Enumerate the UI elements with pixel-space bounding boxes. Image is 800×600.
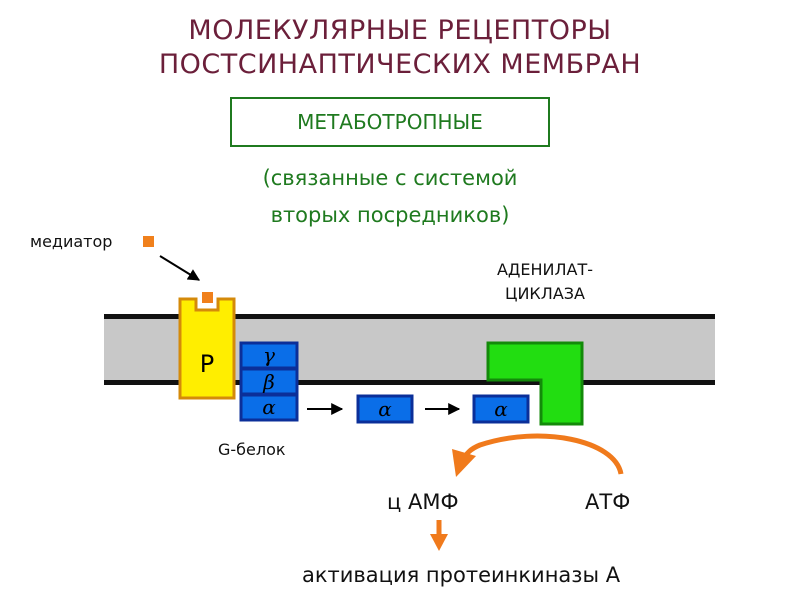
atp-label: АТФ [585, 490, 631, 514]
beta-subunit [239, 367, 299, 396]
bound-mediator [202, 292, 213, 303]
gamma-label: γ [263, 343, 275, 367]
bound-alpha-label: α [494, 397, 508, 421]
receptor-shape [178, 297, 236, 400]
subtitle-line-2: вторых посредников) [270, 203, 510, 227]
membrane-upper-edge [104, 314, 715, 319]
receptor-type-box: МЕТАБОТРОПНЫЕ [230, 97, 550, 147]
alpha-subunit [239, 393, 299, 422]
diagram-title: МОЛЕКУЛЯРНЫЕ РЕЦЕПТОРЫ ПОСТСИНАПТИЧЕСКИХ… [0, 14, 800, 82]
free-alpha-box [356, 394, 414, 424]
receptor-label: P [200, 350, 214, 378]
enzyme-label: АДЕНИЛАТ- ЦИКЛАЗА [490, 258, 600, 306]
receptor-p: P [178, 292, 236, 400]
mediator-label: медиатор [30, 232, 113, 251]
enzyme-label-line-1: АДЕНИЛАТ- [496, 260, 594, 279]
title-line-1: МОЛЕКУЛЯРНЫЕ РЕЦЕПТОРЫ [188, 15, 612, 46]
subtitle: (связанные с системой вторых посредников… [190, 160, 590, 234]
title-line-2: ПОСТСИНАПТИЧЕСКИХ МЕМБРАН [158, 49, 642, 80]
g-protein-label: G-белок [218, 440, 286, 459]
receptor-type-label: МЕТАБОТРОПНЫЕ [297, 110, 483, 134]
camp-label: ц АМФ [387, 490, 459, 514]
enzyme-label-line-2: ЦИКЛАЗА [505, 284, 585, 303]
bound-alpha-box [472, 394, 530, 424]
atp-to-camp-arrow-curve [460, 433, 624, 475]
free-alpha-label: α [378, 397, 392, 421]
g-protein-trimer: γ β α [239, 341, 299, 422]
membrane-lower-edge [104, 380, 715, 385]
alpha-label: α [262, 395, 276, 419]
mediator-molecule [143, 236, 154, 247]
beta-label: β [262, 370, 275, 394]
bound-alpha-subunit: α [472, 394, 530, 424]
activation-arrowhead [430, 534, 448, 551]
adenylate-cyclase [486, 341, 584, 426]
free-alpha-subunit: α [356, 394, 414, 424]
mediator-arrow [159, 255, 201, 281]
subtitle-line-1: (связанные с системой [262, 166, 518, 190]
atp-to-camp-arrowhead [452, 449, 476, 477]
result-label: активация протеинкиназы А [302, 563, 621, 587]
